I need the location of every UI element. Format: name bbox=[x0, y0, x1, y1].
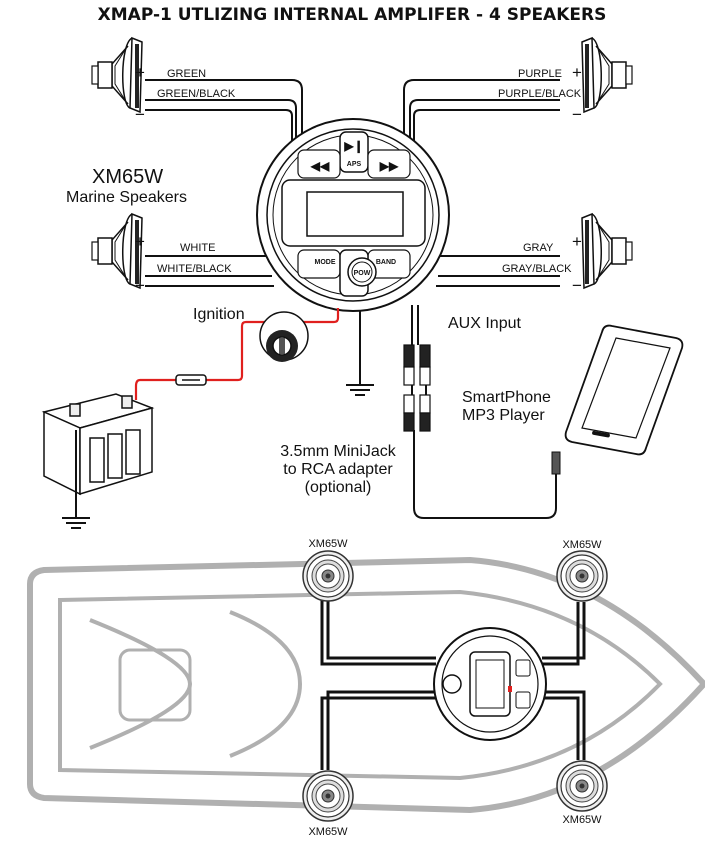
boat-speaker-top-left bbox=[302, 550, 354, 602]
wire-label-purple-black: PURPLE/BLACK bbox=[498, 88, 582, 100]
smartphone bbox=[551, 324, 684, 475]
aux-cable bbox=[411, 305, 557, 519]
power-label: POW bbox=[354, 270, 371, 277]
speaker-type-label: Marine Speakers bbox=[66, 189, 187, 206]
boat-speaker-label-top-right: XM65W bbox=[562, 539, 602, 551]
wire-label-gray-black: GRAY/BLACK bbox=[502, 263, 572, 275]
plus-mark: + bbox=[572, 232, 582, 251]
band-label: BAND bbox=[376, 259, 396, 266]
next-icon: ▶▶ bbox=[379, 159, 399, 173]
wire-label-purple: PURPLE bbox=[518, 68, 562, 80]
adapter-label-line2: to RCA adapter bbox=[283, 461, 393, 478]
minus-mark: − bbox=[572, 105, 582, 124]
speaker-model-label: XM65W bbox=[92, 166, 163, 188]
boat-speaker-label-top-left: XM65W bbox=[308, 538, 348, 550]
boat-speaker-bottom-left bbox=[302, 770, 354, 822]
battery-ground bbox=[62, 430, 90, 529]
wire-label-gray: GRAY bbox=[523, 242, 554, 254]
adapter-label-line3: (optional) bbox=[305, 479, 372, 496]
boat-speaker-bottom-right bbox=[556, 760, 608, 812]
speaker-wires bbox=[145, 79, 560, 287]
ignition-switch bbox=[259, 311, 309, 362]
wire-label-white: WHITE bbox=[180, 242, 215, 254]
ground-wire bbox=[346, 310, 374, 396]
boat-speaker-top-right bbox=[556, 550, 608, 602]
prev-icon: ◀◀ bbox=[310, 159, 330, 173]
smartphone-label: SmartPhone bbox=[462, 389, 551, 406]
boat-head-unit bbox=[433, 627, 547, 741]
diagram-title: XMAP-1 UTLIZING INTERNAL AMPLIFER - 4 SP… bbox=[98, 5, 607, 25]
speaker-top-right bbox=[581, 37, 633, 113]
ignition-wire bbox=[134, 308, 340, 400]
plus-mark: + bbox=[135, 232, 145, 251]
boat-speaker-label-bottom-left: XM65W bbox=[308, 826, 348, 838]
boat-outline bbox=[27, 556, 705, 814]
plus-mark: + bbox=[135, 63, 145, 82]
aux-input-label: AUX Input bbox=[448, 315, 521, 332]
wire-label-green-black: GREEN/BLACK bbox=[157, 88, 236, 100]
play-pause-icon: ▶❙ bbox=[343, 139, 363, 154]
speaker-bottom-right bbox=[581, 213, 633, 289]
minus-mark: − bbox=[135, 105, 145, 124]
mode-label: MODE bbox=[315, 259, 336, 266]
battery bbox=[41, 393, 155, 496]
minus-mark: − bbox=[572, 276, 582, 295]
boat-speaker-label-bottom-right: XM65W bbox=[562, 814, 602, 826]
wire-label-white-black: WHITE/BLACK bbox=[157, 263, 232, 275]
boat-speaker-wires bbox=[320, 600, 586, 770]
ignition-label: Ignition bbox=[193, 306, 245, 323]
rca-connectors bbox=[403, 344, 431, 432]
mp3-player-label: MP3 Player bbox=[462, 407, 545, 424]
aps-label: APS bbox=[347, 161, 362, 168]
wire-label-green: GREEN bbox=[167, 68, 206, 80]
minus-mark: − bbox=[135, 276, 145, 295]
inline-fuse bbox=[175, 374, 207, 386]
adapter-label-line1: 3.5mm MiniJack bbox=[280, 443, 397, 460]
plus-mark: + bbox=[572, 63, 582, 82]
head-unit: ▶❙ APS ◀◀ ▶▶ MODE BAND POW bbox=[256, 118, 450, 312]
